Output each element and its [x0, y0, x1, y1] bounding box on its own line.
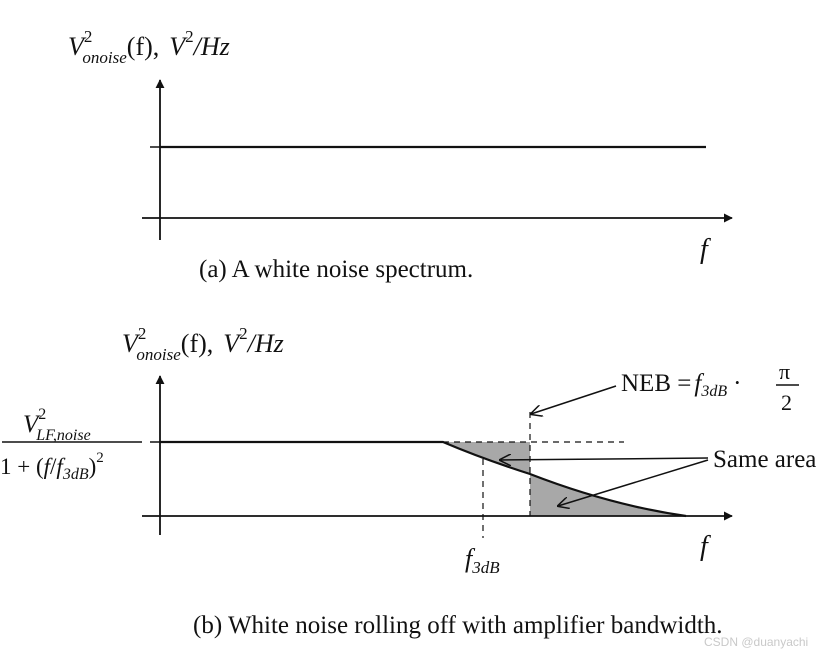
- panel-a-y-label-sub: onoise: [82, 48, 127, 67]
- panel-b-y-level-denominator-slash: /: [50, 454, 57, 479]
- panel-b-y-label-unit-sup: 2: [239, 324, 248, 343]
- panel-a-y-label-unit-sup: 2: [185, 27, 194, 46]
- same-area-upper-arrow: [500, 458, 709, 460]
- f3db-label-base: f: [465, 544, 476, 573]
- panel-a-y-label-unit-tail: /Hz: [192, 32, 230, 61]
- panel-b-y-label-sup: 2: [138, 324, 147, 343]
- neb-formula-dot: ·: [733, 370, 741, 397]
- same-area-label: Same area: [713, 446, 816, 473]
- watermark: CSDN @duanyachi: [704, 635, 808, 649]
- panel-b-y-label-arg: (f),: [181, 329, 213, 358]
- neb-formula: NEB =f3dB ·: [621, 370, 741, 400]
- panel-b-y-level-denominator-sup: 2: [96, 450, 104, 466]
- f3db-label: f3dB: [465, 544, 500, 577]
- panel-b-y-label-base: V: [122, 329, 141, 358]
- neb-formula-lhs: NEB =: [621, 370, 691, 397]
- panel-b-y-label-unit-base: V: [223, 329, 242, 358]
- panel-b-y-level-denominator-f: f: [56, 454, 66, 479]
- panel-b-y-level-numerator-sub: LF,noise: [35, 427, 90, 444]
- neb-formula-sub: 3dB: [700, 383, 727, 400]
- panel-a-y-label-base: V: [68, 32, 87, 61]
- neb-formula-numerator: π: [779, 359, 790, 384]
- panel-b-x-label: f: [700, 531, 711, 562]
- panel-b-y-level-denominator-sub: 3dB: [62, 466, 89, 483]
- f3db-label-sub: 3dB: [471, 558, 500, 577]
- panel-b-y-label-sub: onoise: [136, 345, 181, 364]
- panel-a-caption: (a) A white noise spectrum.: [199, 256, 473, 283]
- panel-a-y-label-unit-base: V: [169, 32, 188, 61]
- panel-a-x-label: f: [700, 234, 711, 265]
- neb-formula-denominator: 2: [781, 390, 792, 415]
- panel-a-y-label-sup: 2: [84, 27, 93, 46]
- panel-b-y-level-denominator: 1 + (f/f3dB)2: [0, 450, 104, 483]
- panel-b-y-level-denominator-var: f: [44, 454, 54, 479]
- panel-b-y-level-denominator-close: ): [89, 454, 97, 479]
- panel-b-y-level-numerator-base: V: [23, 411, 41, 438]
- rolloff-response-curve: [160, 440, 687, 518]
- panel-b-x-label-text: f: [700, 531, 711, 562]
- panel-b-caption: (b) White noise rolling off with amplifi…: [193, 612, 723, 639]
- panel-a-y-label-arg: (f),: [127, 32, 159, 61]
- neb-pointer-arrow: [531, 385, 617, 414]
- neb-formula-f: f: [694, 370, 704, 397]
- panel-b-y-level-numerator-sup: 2: [38, 406, 46, 423]
- same-area-shaded-below-cutoff: [530, 474, 686, 516]
- panel-b-y-label-unit-tail: /Hz: [246, 329, 284, 358]
- same-area-lower-arrow: [558, 459, 709, 506]
- panel-b-y-level-denominator-prefix: 1 + (: [0, 454, 44, 479]
